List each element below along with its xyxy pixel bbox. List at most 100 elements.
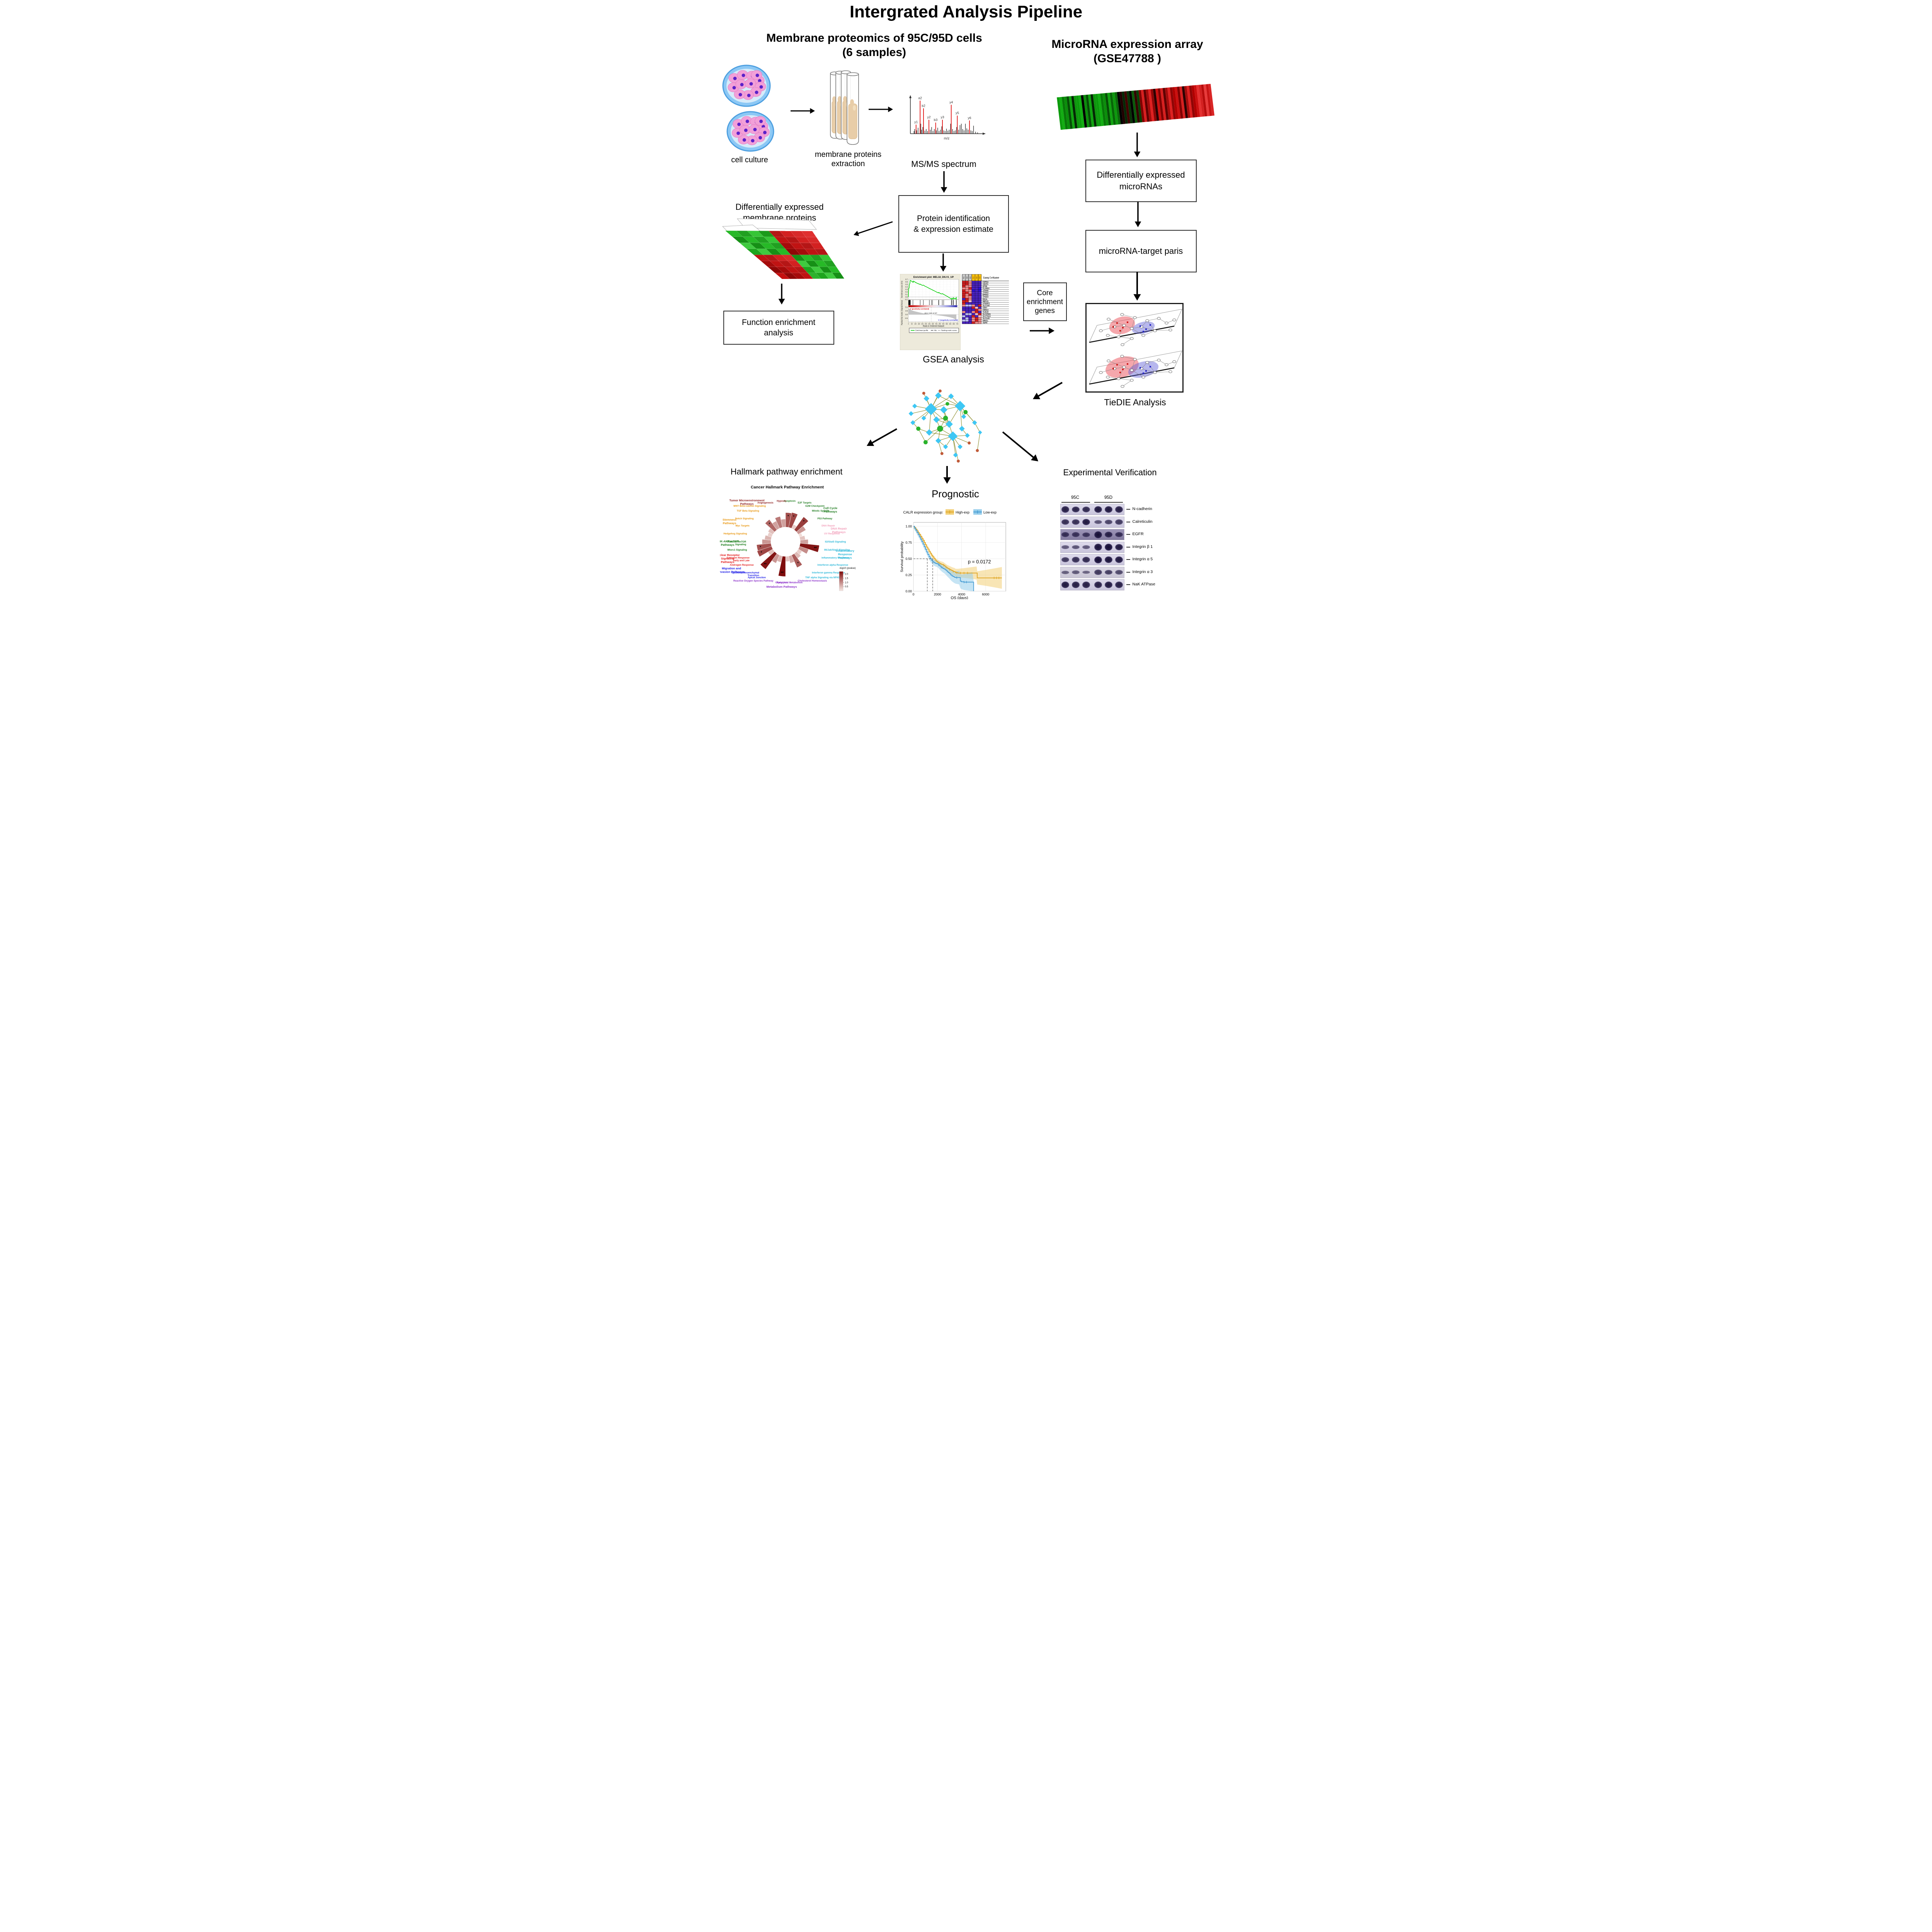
flow-arrow — [940, 171, 947, 193]
blot-band — [1094, 556, 1102, 563]
svg-text:Ranking metric scores: Ranking metric scores — [941, 330, 957, 332]
blot-band — [1104, 531, 1112, 538]
svg-text:200: 200 — [921, 323, 923, 325]
prognostic-heading: Prognostic — [932, 488, 979, 500]
blot-band — [1061, 506, 1069, 513]
svg-text:Survival probability: Survival probability — [900, 541, 904, 572]
blot-band — [1071, 557, 1080, 563]
svg-text:High-exp: High-exp — [956, 510, 969, 514]
blot-band — [1115, 570, 1123, 575]
svg-text:Hedgehog Signaling: Hedgehog Signaling — [723, 532, 747, 535]
verification-heading: Experimental Verification — [1063, 468, 1157, 477]
blot-band — [1104, 506, 1112, 513]
blot-strip — [1060, 529, 1124, 540]
svg-text:VLDLR: VLDLR — [983, 311, 988, 313]
svg-text:0.6: 0.6 — [905, 281, 908, 283]
figure-canvas: Intergrated Analysis Pipeline Membrane p… — [716, 0, 1216, 599]
svg-text:'1' (negatively correlated): '1' (negatively correlated) — [938, 319, 958, 321]
proteomics-heading-line2: (6 samples) — [842, 46, 906, 59]
blot-label-dash — [1126, 559, 1130, 560]
microrna-heading-line2: (GSE47788 ) — [1093, 52, 1162, 65]
svg-text:1.5: 1.5 — [845, 577, 848, 580]
blot-label-dash — [1126, 584, 1130, 585]
svg-text:Low-exp: Low-exp — [983, 510, 997, 514]
svg-text:SLC1A5: SLC1A5 — [983, 318, 990, 320]
blot-band — [1082, 519, 1090, 526]
svg-text:OS (days): OS (days) — [951, 596, 968, 600]
blot-protein-label: N-cadherin — [1132, 507, 1152, 511]
svg-text:Il6/Jak/Stat3 Signaling: Il6/Jak/Stat3 Signaling — [824, 549, 850, 551]
svg-text:Notch Signaling: Notch Signaling — [735, 517, 753, 520]
core-enrichment-line2: enrichment — [1027, 298, 1063, 306]
protein-identification-box: Protein identification & expression esti… — [898, 195, 1009, 253]
blot-band — [1082, 582, 1090, 588]
svg-text:0: 0 — [912, 592, 914, 596]
cell-culture-label: cell culture — [731, 156, 768, 164]
svg-text:ERO1L: ERO1L — [983, 320, 988, 322]
blot-band — [1061, 582, 1069, 588]
blot-band — [1094, 544, 1102, 551]
tiedie-caption: TieDIE Analysis — [1104, 397, 1166, 407]
svg-text:Glycolysis: Glycolysis — [775, 581, 787, 584]
svg-text:0.0: 0.0 — [905, 314, 908, 316]
svg-text:*: * — [769, 522, 770, 526]
svg-text:-2.5: -2.5 — [905, 317, 908, 319]
blot-band — [1071, 519, 1080, 525]
svg-text:Mitotic Spindle: Mitotic Spindle — [812, 510, 829, 512]
svg-text:Angiogenesis: Angiogenesis — [757, 502, 774, 504]
svg-text:Zero cross at 327: Zero cross at 327 — [924, 312, 937, 314]
blot-protein-label: NaK ATPase — [1132, 582, 1155, 587]
extraction-label-line2: extraction — [831, 160, 865, 168]
flow-arrow — [778, 284, 785, 304]
svg-text:5.0: 5.0 — [905, 306, 908, 308]
svg-text:*: * — [760, 551, 762, 554]
blot-band — [1061, 532, 1069, 537]
de-microrna-line2: microRNAs — [1119, 182, 1163, 191]
svg-text:'2' (positively correlated): '2' (positively correlated) — [910, 308, 929, 310]
svg-text:0.50: 0.50 — [905, 557, 912, 561]
blot-band — [1115, 544, 1123, 551]
svg-text:600: 600 — [949, 323, 951, 325]
svg-text:550: 550 — [946, 323, 948, 325]
svg-text:*: * — [787, 514, 789, 518]
blot-band — [1104, 582, 1112, 588]
svg-text:**: ** — [781, 571, 784, 575]
blot-strip — [1060, 504, 1124, 515]
msms-label: MS/MS spectrum — [911, 159, 976, 169]
blot-band — [1061, 545, 1069, 549]
svg-text:H3: H3 — [969, 277, 971, 279]
svg-text:CDH13: CDH13 — [983, 309, 988, 311]
svg-text:MMP15: MMP15 — [983, 300, 988, 303]
svg-text:Rank in Ordered Dataset: Rank in Ordered Dataset — [923, 325, 944, 328]
gsea-enrichment-plot: Enrichment plot: MEL18_DN.V1_UP0.70.60.5… — [900, 274, 961, 350]
svg-text:2.5: 2.5 — [905, 310, 908, 312]
svg-text:2.0: 2.0 — [845, 573, 848, 576]
svg-text:G2M Checkpoint: G2M Checkpoint — [805, 505, 825, 508]
svg-text:4000: 4000 — [958, 592, 965, 596]
blot-band — [1104, 520, 1112, 524]
blot-band — [1115, 532, 1123, 537]
svg-text:ITGA5: ITGA5 — [983, 290, 988, 292]
flow-arrow — [943, 466, 951, 484]
svg-text:0.1: 0.1 — [905, 294, 908, 296]
blot-band — [1094, 531, 1102, 538]
svg-text:Enrichment profile: Enrichment profile — [915, 330, 929, 332]
core-enrichment-box: Core enrichment genes — [1023, 282, 1067, 321]
svg-text:y2: y2 — [927, 115, 930, 119]
proteomics-heading-line1: Membrane proteomics of 95C/95D cells — [766, 32, 982, 44]
svg-text:WNT Beta-catenin Signaling: WNT Beta-catenin Signaling — [733, 505, 766, 508]
svg-text:Hypoxia: Hypoxia — [777, 500, 786, 503]
svg-text:CSPG4: CSPG4 — [983, 281, 988, 283]
svg-text:*: * — [803, 520, 804, 524]
microrna-heading: MicroRNA expression array (GSE47788 ) — [1044, 37, 1211, 66]
svg-text:y3: y3 — [940, 115, 944, 119]
svg-text:1.00: 1.00 — [905, 524, 912, 528]
hallmark-heading: Hallmark pathway enrichment — [730, 467, 843, 476]
blot-protein-label: Integrin α 3 — [1132, 569, 1153, 574]
